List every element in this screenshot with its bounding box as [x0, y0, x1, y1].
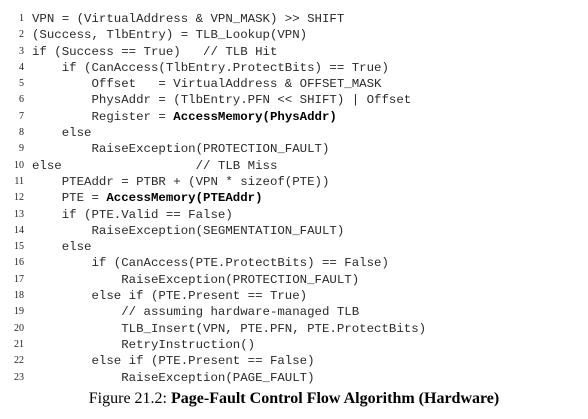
line-number: 18: [14, 290, 24, 302]
code-line: 3 if (Success == True) // TLB Hit: [10, 44, 580, 60]
code-text: if (CanAccess(TlbEntry.ProtectBits) == T…: [32, 60, 389, 76]
caption-title: Page-Fault Control Flow Algorithm (Hardw…: [170, 390, 500, 407]
line-number: 3: [19, 45, 24, 57]
line-number: 21: [14, 338, 24, 350]
code-listing: 1 VPN = (VirtualAddress & VPN_MASK) >> SH…: [10, 11, 580, 386]
code-segment: else: [32, 240, 92, 255]
code-segment: PTE =: [32, 191, 107, 206]
code-text: else // TLB Miss: [32, 158, 277, 174]
line-number: 16: [14, 257, 24, 269]
code-segment: TLB_Insert(VPN, PTE.PFN, PTE.ProtectBits…: [32, 321, 427, 336]
code-text: (Success, TlbEntry) = TLB_Lookup(VPN): [32, 27, 307, 43]
line-number: 5: [19, 78, 24, 90]
line-number: 17: [14, 273, 24, 285]
code-line: 21 RetryInstruction(): [10, 337, 580, 353]
code-text: else if (PTE.Present == False): [32, 353, 315, 369]
code-segment: else if (PTE.Present == False): [32, 354, 315, 369]
code-line: 9 RaiseException(PROTECTION_FAULT): [10, 141, 580, 157]
code-line: 14 RaiseException(SEGMENTATION_FAULT): [10, 223, 580, 239]
code-text: RetryInstruction(): [32, 337, 255, 353]
code-segment: RaiseException(PROTECTION_FAULT): [32, 272, 360, 287]
code-line: 12 PTE = AccessMemory(PTEAddr): [10, 190, 580, 206]
code-line: 20 TLB_Insert(VPN, PTE.PFN, PTE.ProtectB…: [10, 321, 580, 337]
code-line: 7 Register = AccessMemory(PhysAddr): [10, 109, 580, 125]
code-segment: RaiseException(SEGMENTATION_FAULT): [32, 223, 345, 238]
code-segment: if (PTE.Valid == False): [32, 207, 233, 222]
code-line: 1 VPN = (VirtualAddress & VPN_MASK) >> SH…: [10, 11, 580, 27]
line-number: 23: [14, 371, 24, 383]
figure-caption: Figure 21.2: Page-Fault Control Flow Alg…: [0, 390, 588, 408]
code-text: RaiseException(SEGMENTATION_FAULT): [32, 223, 344, 239]
line-number: 2: [19, 29, 24, 41]
line-number: 7: [19, 110, 24, 122]
code-text: else if (PTE.Present == True): [32, 288, 307, 304]
code-line: 6 PhysAddr = (TlbEntry.PFN << SHIFT) | O…: [10, 92, 580, 108]
line-number: 14: [14, 224, 24, 236]
code-text: PTE = AccessMemory(PTEAddr): [32, 190, 263, 206]
code-text: if (Success == True) // TLB Hit: [32, 44, 277, 60]
code-line: 13 if (PTE.Valid == False): [10, 207, 580, 223]
code-line: 16 if (CanAccess(PTE.ProtectBits) == Fal…: [10, 255, 580, 271]
code-line: 23 RaiseException(PAGE_FAULT): [10, 370, 580, 386]
code-line: 8 else: [10, 125, 580, 141]
code-text: else: [32, 239, 92, 255]
code-segment: else: [32, 126, 92, 141]
code-text: VPN = (VirtualAddress & VPN_MASK) >> SHI…: [32, 11, 344, 27]
code-line: 18 else if (PTE.Present == True): [10, 288, 580, 304]
code-segment: Register =: [32, 109, 174, 124]
code-segment: else // TLB Miss: [32, 158, 278, 173]
code-segment: if (CanAccess(TlbEntry.ProtectBits) == T…: [32, 60, 389, 75]
code-text: if (CanAccess(PTE.ProtectBits) == False): [32, 255, 389, 271]
code-text: PTEAddr = PTBR + (VPN * sizeof(PTE)): [32, 174, 330, 190]
caption-label: Figure 21.2:: [88, 390, 171, 407]
line-number: 19: [14, 306, 24, 318]
line-number: 9: [19, 143, 24, 155]
code-line: 5 Offset = VirtualAddress & OFFSET_MASK: [10, 76, 580, 92]
line-number: 8: [19, 127, 24, 139]
line-number: 11: [14, 175, 24, 187]
code-text: Offset = VirtualAddress & OFFSET_MASK: [32, 76, 381, 92]
code-line: 2 (Success, TlbEntry) = TLB_Lookup(VPN): [10, 27, 580, 43]
code-segment: PhysAddr = (TlbEntry.PFN << SHIFT) | Off…: [32, 93, 412, 108]
code-line: 4 if (CanAccess(TlbEntry.ProtectBits) ==…: [10, 60, 580, 76]
line-number: 20: [14, 322, 24, 334]
line-number: 12: [14, 192, 24, 204]
code-text: if (PTE.Valid == False): [32, 207, 233, 223]
line-number: 10: [14, 159, 24, 171]
code-segment: else if (PTE.Present == True): [32, 289, 308, 304]
line-number: 6: [19, 94, 24, 106]
code-line: 11 PTEAddr = PTBR + (VPN * sizeof(PTE)): [10, 174, 580, 190]
code-line: 22 else if (PTE.Present == False): [10, 353, 580, 369]
code-text: RaiseException(PROTECTION_FAULT): [32, 141, 329, 157]
code-line: 15 else: [10, 239, 580, 255]
line-number: 1: [19, 13, 24, 24]
code-segment: RaiseException(PROTECTION_FAULT): [32, 142, 330, 157]
code-text: Register = AccessMemory(PhysAddr): [32, 109, 337, 125]
code-segment: // assuming hardware-managed TLB: [32, 305, 360, 320]
code-text: RaiseException(PROTECTION_FAULT): [32, 272, 359, 288]
code-line: 17 RaiseException(PROTECTION_FAULT): [10, 272, 580, 288]
code-segment: RetryInstruction(): [32, 337, 256, 352]
code-segment: (Success, TlbEntry) = TLB_Lookup(VPN): [32, 28, 308, 43]
code-segment: PTEAddr = PTBR + (VPN * sizeof(PTE)): [32, 174, 330, 189]
code-bold-segment: AccessMemory(PhysAddr): [173, 109, 337, 124]
code-text: else: [32, 125, 92, 141]
code-segment: if (CanAccess(PTE.ProtectBits) == False): [32, 256, 389, 271]
line-number: 4: [19, 61, 24, 73]
code-bold-segment: AccessMemory(PTEAddr): [106, 191, 263, 206]
code-text: RaiseException(PAGE_FAULT): [32, 370, 315, 386]
code-segment: if (Success == True) // TLB Hit: [32, 44, 278, 59]
line-number: 15: [14, 241, 24, 253]
code-line: 19 // assuming hardware-managed TLB: [10, 304, 580, 320]
line-number: 13: [14, 208, 24, 220]
line-number: 22: [14, 355, 24, 367]
code-text: TLB_Insert(VPN, PTE.PFN, PTE.ProtectBits…: [32, 321, 426, 337]
code-segment: RaiseException(PAGE_FAULT): [32, 370, 315, 385]
code-line: 10 else // TLB Miss: [10, 158, 580, 174]
code-text: // assuming hardware-managed TLB: [32, 304, 359, 320]
code-segment: VPN = (VirtualAddress & VPN_MASK) >> SHI…: [32, 12, 345, 26]
code-text: PhysAddr = (TlbEntry.PFN << SHIFT) | Off…: [32, 92, 411, 108]
code-segment: Offset = VirtualAddress & OFFSET_MASK: [32, 77, 382, 92]
